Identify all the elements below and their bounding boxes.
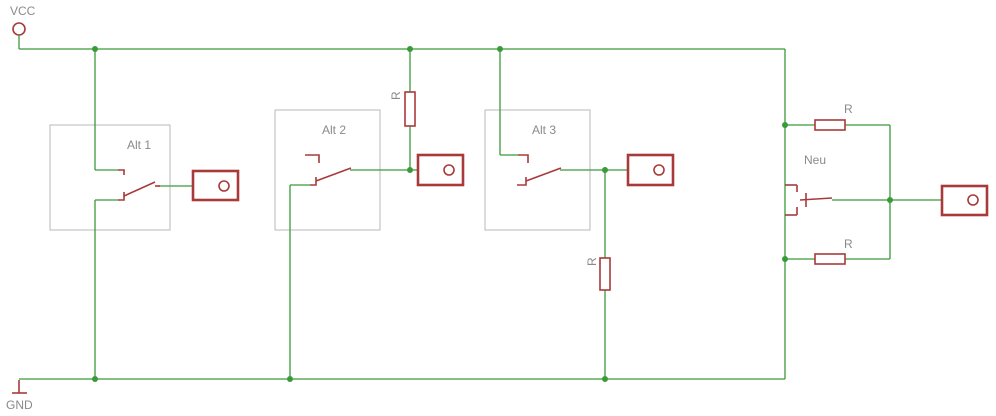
new-resistor-top-label: R [844, 102, 853, 116]
alt1-label: Alt 1 [127, 138, 151, 152]
alt3-pulldown-resistor [599, 257, 611, 291]
alt2-block [274, 49, 465, 379]
junction-dots [92, 46, 893, 382]
gnd-symbol [12, 380, 27, 394]
new-connector [940, 184, 989, 217]
gnd-label: GND [6, 398, 33, 412]
alt3-switch [517, 154, 562, 186]
alt2-switch [305, 154, 352, 186]
alt3-label: Alt 3 [532, 123, 556, 137]
new-switch [785, 184, 833, 216]
alt3-connector [626, 153, 675, 187]
alt1-frame [49, 124, 171, 231]
alt1-switch [118, 169, 160, 201]
alt2-pullup-resistor [404, 91, 416, 127]
new-circuit-label: Neu [804, 153, 826, 167]
new-resistor-top [814, 119, 846, 131]
alt2-connector [416, 153, 465, 187]
alt1-block [49, 49, 240, 379]
new-circuit-block [785, 119, 989, 265]
new-resistor-bottom-label: R [844, 237, 853, 251]
alt1-connector [191, 169, 240, 202]
alt2-label: Alt 2 [322, 123, 346, 137]
new-resistor-bottom [814, 253, 846, 265]
alt3-resistor-label: R [585, 257, 599, 266]
alt3-block [484, 49, 675, 379]
vcc-label: VCC [10, 4, 36, 18]
vcc-symbol [12, 22, 26, 49]
alt2-resistor-label: R [389, 91, 403, 100]
